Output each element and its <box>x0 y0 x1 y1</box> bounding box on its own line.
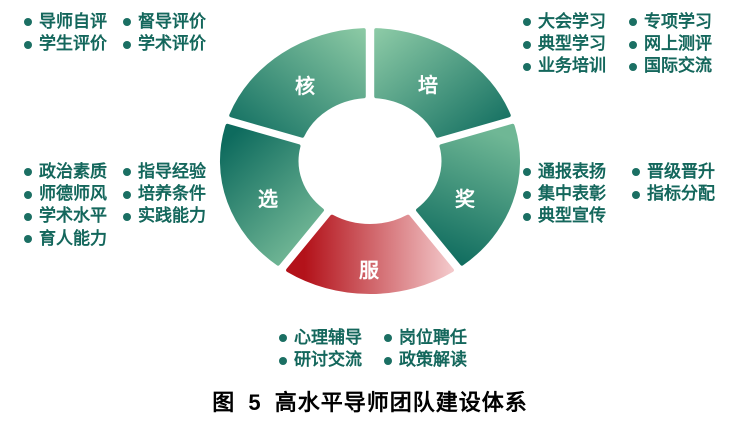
bullet-text: 育人能力 <box>39 228 107 249</box>
bullet-item: 网上测评 <box>629 33 729 55</box>
bullet-dot-icon <box>632 190 640 199</box>
bullet-dot-icon <box>384 334 392 343</box>
segment-service <box>286 214 454 295</box>
segment-training <box>374 28 511 138</box>
bullet-text: 师德师风 <box>39 184 107 205</box>
bullet-text: 典型学习 <box>538 34 606 55</box>
bullet-dot-icon <box>24 168 32 177</box>
bullet-item: 师德师风 <box>24 183 123 205</box>
bullet-dot-icon <box>279 334 287 343</box>
segment-reward <box>416 123 521 266</box>
segment-assessment <box>229 28 366 138</box>
training-list: 大会学习 专项学习 典型学习 网上测评 业务培训 国际交流 <box>523 11 729 78</box>
bullet-item: 集中表彰 <box>523 183 632 205</box>
bullet-dot-icon <box>632 168 640 177</box>
segment-label-training: 培 <box>418 73 438 97</box>
bullet-item: 培养条件 <box>123 183 222 205</box>
bullet-item: 学术评价 <box>123 33 222 55</box>
bullet-item: 指标分配 <box>632 183 730 205</box>
bullet-dot-icon <box>24 18 32 27</box>
bullet-item: 典型宣传 <box>523 206 632 228</box>
bullet-text: 心理辅导 <box>294 327 362 348</box>
bullet-item: 典型学习 <box>523 33 629 55</box>
bullet-item: 国际交流 <box>629 56 729 78</box>
bullet-text: 指导经验 <box>138 161 206 182</box>
segment-selection <box>219 123 324 266</box>
bullet-item: 学术水平 <box>24 206 123 228</box>
bullet-dot-icon <box>523 62 531 71</box>
bullet-text: 培养条件 <box>138 184 206 205</box>
bullet-text: 晋级晋升 <box>647 161 715 182</box>
bullet-text: 实践能力 <box>138 206 206 227</box>
segment-label-assessment: 核 <box>295 74 315 98</box>
bullet-text: 研讨交流 <box>294 350 362 371</box>
assessment-list: 导师自评 督导评价 学生评价 学术评价 <box>24 11 222 56</box>
bullet-dot-icon <box>123 18 131 27</box>
bullet-item: 心理辅导 <box>279 327 384 349</box>
bullet-dot-icon <box>123 190 131 199</box>
bullet-text: 集中表彰 <box>538 184 606 205</box>
reward-list: 通报表扬 晋级晋升 集中表彰 指标分配 典型宣传 <box>523 161 730 228</box>
bullet-text: 督导评价 <box>138 11 206 32</box>
bullet-text: 政策解读 <box>399 350 467 371</box>
figure-caption: 图 5 高水平导师团队建设体系 <box>212 390 528 415</box>
bullet-text: 典型宣传 <box>538 206 606 227</box>
bullet-item: 政策解读 <box>384 349 484 371</box>
bullet-dot-icon <box>24 235 32 244</box>
bullet-dot-icon <box>123 168 131 177</box>
bullet-text: 学术评价 <box>138 34 206 55</box>
segment-label-service: 服 <box>359 258 380 282</box>
bullet-item: 岗位聘任 <box>384 327 484 349</box>
bullet-dot-icon <box>523 190 531 199</box>
ring-diagram: 核 培 奖 服 选 <box>219 28 521 295</box>
bullet-item: 学生评价 <box>24 33 123 55</box>
bullet-dot-icon <box>279 356 287 365</box>
bullet-item: 育人能力 <box>24 228 123 250</box>
bullet-dot-icon <box>523 40 531 49</box>
bullet-text: 学生评价 <box>39 34 107 55</box>
bullet-text: 学术水平 <box>39 206 107 227</box>
bullet-text: 指标分配 <box>647 184 715 205</box>
bullet-dot-icon <box>629 62 637 71</box>
bullet-item: 晋级晋升 <box>632 161 730 183</box>
bullet-item: 指导经验 <box>123 161 222 183</box>
bullet-text: 国际交流 <box>644 56 712 77</box>
bullet-dot-icon <box>24 212 32 221</box>
bullet-text: 大会学习 <box>538 11 606 32</box>
bullet-item: 导师自评 <box>24 11 123 33</box>
bullet-item: 专项学习 <box>629 11 729 33</box>
bullet-dot-icon <box>629 18 637 27</box>
bullet-item: 政治素质 <box>24 161 123 183</box>
bullet-text: 业务培训 <box>538 56 606 77</box>
selection-list: 政治素质 指导经验 师德师风 培养条件 学术水平 实践能力 育人能力 <box>24 161 222 251</box>
bullet-item: 大会学习 <box>523 11 629 33</box>
bullet-text: 专项学习 <box>644 11 712 32</box>
bullet-dot-icon <box>24 40 32 49</box>
bullet-dot-icon <box>123 212 131 221</box>
bullet-text: 政治素质 <box>39 161 107 182</box>
bullet-text: 网上测评 <box>644 34 712 55</box>
bullet-item: 研讨交流 <box>279 349 384 371</box>
service-list: 心理辅导 岗位聘任 研讨交流 政策解读 <box>279 327 484 372</box>
bullet-text: 岗位聘任 <box>399 327 467 348</box>
bullet-text: 导师自评 <box>39 11 107 32</box>
bullet-dot-icon <box>123 40 131 49</box>
bullet-dot-icon <box>523 168 531 177</box>
segment-label-selection: 选 <box>258 187 278 211</box>
bullet-dot-icon <box>629 40 637 49</box>
bullet-dot-icon <box>523 18 531 27</box>
bullet-dot-icon <box>384 356 392 365</box>
bullet-item: 业务培训 <box>523 56 629 78</box>
bullet-dot-icon <box>24 190 32 199</box>
bullet-dot-icon <box>523 212 531 221</box>
segment-label-reward: 奖 <box>455 187 476 211</box>
bullet-text: 通报表扬 <box>538 161 606 182</box>
bullet-item: 实践能力 <box>123 206 222 228</box>
bullet-item: 通报表扬 <box>523 161 632 183</box>
bullet-item: 督导评价 <box>123 11 222 33</box>
